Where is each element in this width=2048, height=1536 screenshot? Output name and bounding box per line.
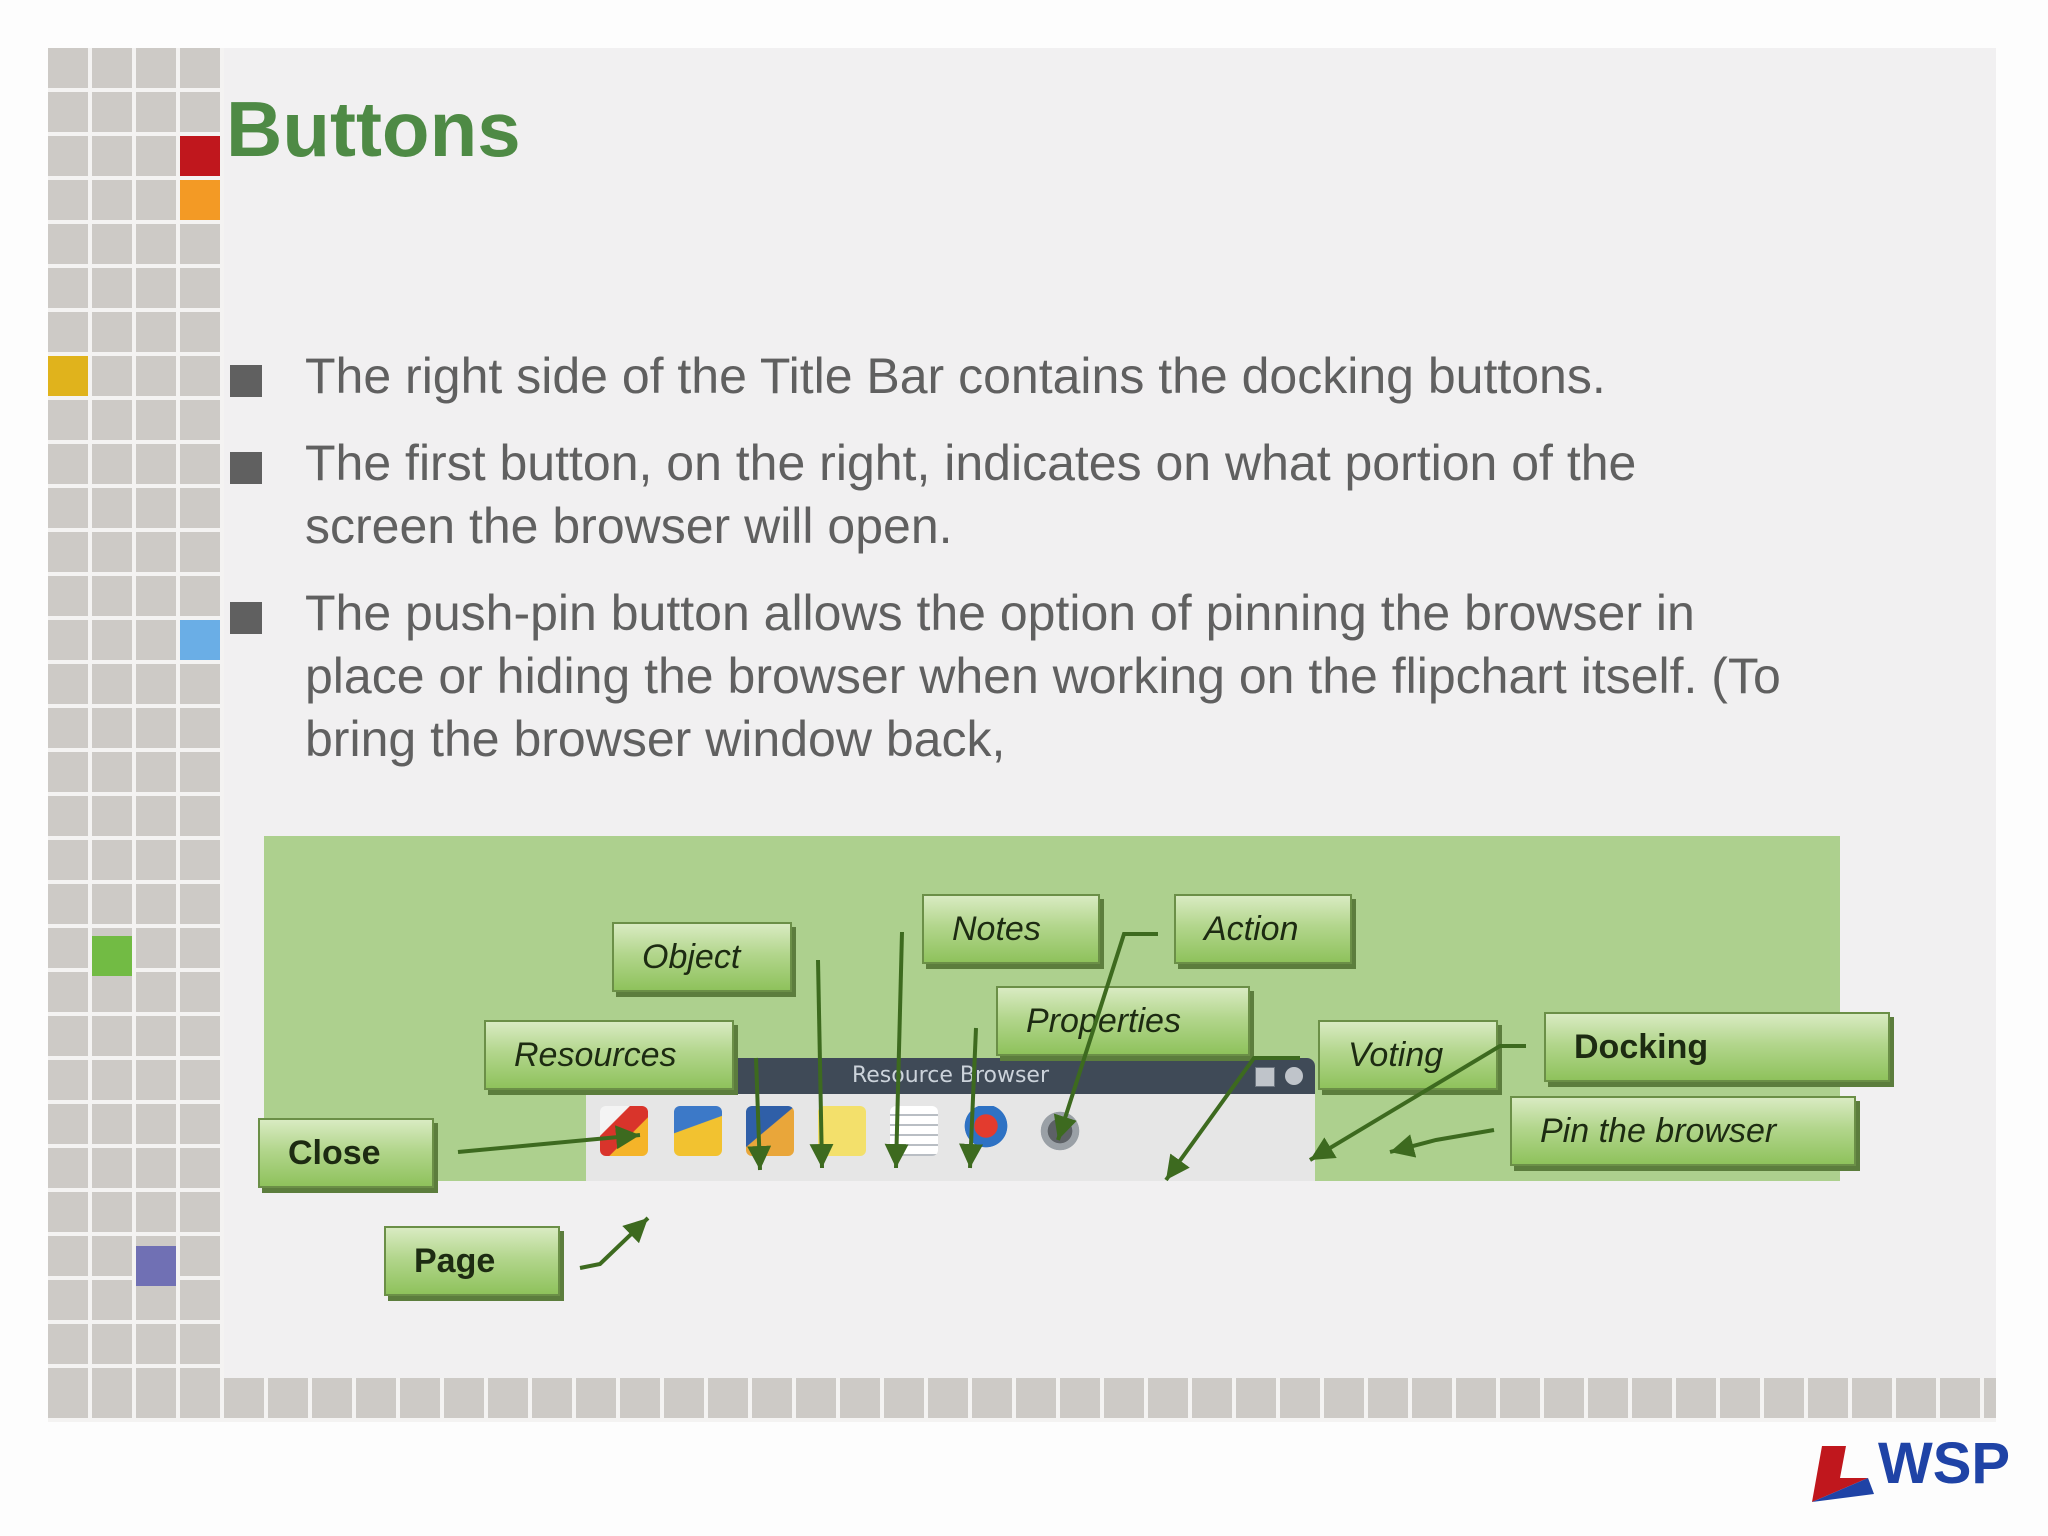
arrow-action [1053,932,1158,1141]
arrow-page [579,1216,650,1270]
arrow-properties [959,1027,984,1169]
bullet-square-icon [230,602,262,634]
accent-square-red [180,136,220,176]
label-notes: Notes [922,894,1100,964]
arrow-object [809,959,834,1169]
bullet-text: The right side of the Title Bar contains… [305,348,1606,404]
docking-icon[interactable] [1255,1067,1275,1087]
bullet-text: The push-pin button allows the option of… [305,585,1781,767]
accent-square-orange [180,180,220,220]
arrow-notes [884,931,909,1169]
arrow-voting [1164,1056,1300,1182]
accent-square-green [92,936,132,976]
slide [48,48,1996,1422]
bullet-list: The right side of the Title Bar contains… [230,345,1790,875]
label-docking: Docking [1544,1012,1890,1082]
arrow-docking [1308,1044,1526,1162]
bullet-item: The right side of the Title Bar contains… [230,345,1790,408]
resources-icon[interactable] [674,1106,722,1156]
label-close: Close [258,1118,434,1188]
bullet-item: The push-pin button allows the option of… [230,582,1790,771]
bullet-text: The first button, on the right, indicate… [305,435,1637,554]
label-properties: Properties [996,986,1250,1056]
arrow-resources [747,1057,772,1171]
bullet-square-icon [230,452,262,484]
label-resources: Resources [484,1020,734,1090]
label-action: Action [1174,894,1352,964]
label-voting: Voting [1318,1020,1498,1090]
arrow-pin [1389,1128,1495,1158]
arrow-close [457,1125,641,1154]
accent-square-yellow [48,356,88,396]
window-title: Resource Browser [851,1063,1050,1088]
pin-icon[interactable] [1285,1067,1303,1085]
accent-square-blue [180,620,220,660]
label-page: Page [384,1226,560,1296]
bullet-square-icon [230,365,262,397]
decorative-grid-left [48,48,224,1422]
bullet-item: The first button, on the right, indicate… [230,432,1790,558]
slide-title: Buttons [226,85,521,173]
accent-square-purple [136,1246,176,1286]
label-pin-the-browser: Pin the browser [1510,1096,1856,1166]
decorative-grid-bottom [48,1378,1996,1422]
wsp-logo [1812,1446,1874,1502]
wsp-logo-text: WSP [1878,1431,2011,1496]
label-object: Object [612,922,792,992]
